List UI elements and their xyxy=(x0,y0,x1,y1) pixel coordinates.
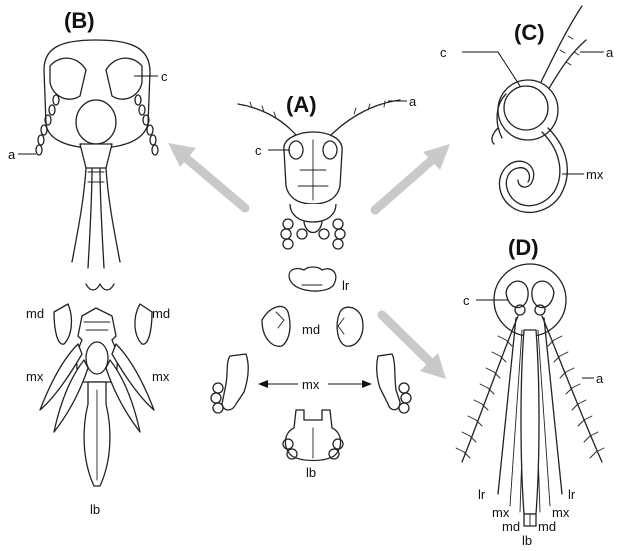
label-c-panel-c: c xyxy=(440,45,447,60)
panel-b-label: (B) xyxy=(64,8,95,33)
mandible-left-b xyxy=(53,303,73,345)
label-a-panel-d: a xyxy=(596,371,604,386)
panel-a-label: (A) xyxy=(286,92,317,117)
bug-labrum-piece xyxy=(85,283,115,291)
label-lb-panel-d: lb xyxy=(522,533,532,548)
mandible-right-a xyxy=(336,306,364,347)
mosquito-eye-left xyxy=(505,280,529,309)
labrum-part xyxy=(288,266,337,292)
label-md-panel-a: md xyxy=(302,322,320,337)
label-mx-panel-b-left: mx xyxy=(26,369,44,384)
panel-b: (B) c a md md xyxy=(8,8,170,517)
bug-antenna-right xyxy=(134,94,159,156)
maxilla-right-a xyxy=(376,353,401,411)
arrow-to-D xyxy=(377,310,446,379)
antenna-right xyxy=(325,99,401,141)
panel-c-label: (C) xyxy=(514,20,545,45)
label-md-panel-d-right: md xyxy=(538,519,556,534)
label-mx-panel-b-right: mx xyxy=(152,369,170,384)
panel-c: (C) a c mx xyxy=(440,5,614,214)
label-a-panel-c: a xyxy=(606,45,614,60)
proboscis-coil-inner xyxy=(505,131,561,207)
arrow-to-C xyxy=(370,144,450,215)
bug-eye-right xyxy=(105,57,143,100)
label-mx-panel-a: mx xyxy=(302,377,320,392)
mandible-right-b xyxy=(134,303,153,345)
proboscis-coil-outer xyxy=(498,127,568,214)
head-labrum xyxy=(289,203,337,223)
label-mx-panel-d-left: mx xyxy=(492,505,510,520)
antenna-whorls xyxy=(455,335,605,459)
maxilla-right-b-outer xyxy=(111,343,155,411)
compound-eye-right xyxy=(322,140,338,160)
stylet-lr-right xyxy=(543,317,563,495)
label-md-panel-b-right: md xyxy=(152,306,170,321)
panel-d: (D) c a xyxy=(455,235,605,548)
label-lb-panel-a: lb xyxy=(306,465,316,480)
label-c-panel-b: c xyxy=(161,69,168,84)
bug-stylets xyxy=(71,167,121,269)
mosquito-eye-right xyxy=(531,280,555,309)
label-md-panel-d-left: md xyxy=(502,519,520,534)
butterfly-antenna-1 xyxy=(539,5,583,85)
butterfly-head xyxy=(497,79,559,141)
label-lr-panel-d-left: lr xyxy=(478,487,486,502)
bug-clypeus xyxy=(75,99,117,145)
mandible-left-a xyxy=(261,305,291,347)
mosquito-antenna-right xyxy=(541,315,603,463)
label-lb-panel-b: lb xyxy=(90,502,100,517)
label-md-panel-b-left: md xyxy=(26,306,44,321)
label-c-panel-a: c xyxy=(255,143,262,158)
butterfly-eye xyxy=(503,85,549,131)
butterfly-antenna-2 xyxy=(547,39,587,91)
bug-rostrum-base xyxy=(79,143,113,169)
label-c-panel-d: c xyxy=(463,293,470,308)
bug-antenna-left xyxy=(35,94,60,156)
panel-a: (A) a c lr xyxy=(210,92,417,480)
mosquito-antenna-left xyxy=(461,315,519,463)
label-lr-panel-d-right: lr xyxy=(568,487,576,502)
bug-eye-left xyxy=(49,57,87,100)
maxilla-left-a xyxy=(221,353,249,411)
label-mx-panel-d-right: mx xyxy=(552,505,570,520)
label-mx-panel-c: mx xyxy=(586,167,604,182)
label-a-panel-a: a xyxy=(409,94,417,109)
label-a-panel-b: a xyxy=(8,147,16,162)
head-palps xyxy=(280,218,346,250)
maxilla-left-b-inner xyxy=(53,359,89,433)
arrow-to-B xyxy=(168,143,250,213)
maxilla-left-b-outer xyxy=(39,343,83,411)
stylet-lr-left xyxy=(497,317,517,495)
panel-d-label: (D) xyxy=(508,235,539,260)
mosquito-labium xyxy=(520,329,540,515)
label-lr-panel-a: lr xyxy=(342,278,350,293)
maxilla-right-b-inner xyxy=(105,359,141,433)
